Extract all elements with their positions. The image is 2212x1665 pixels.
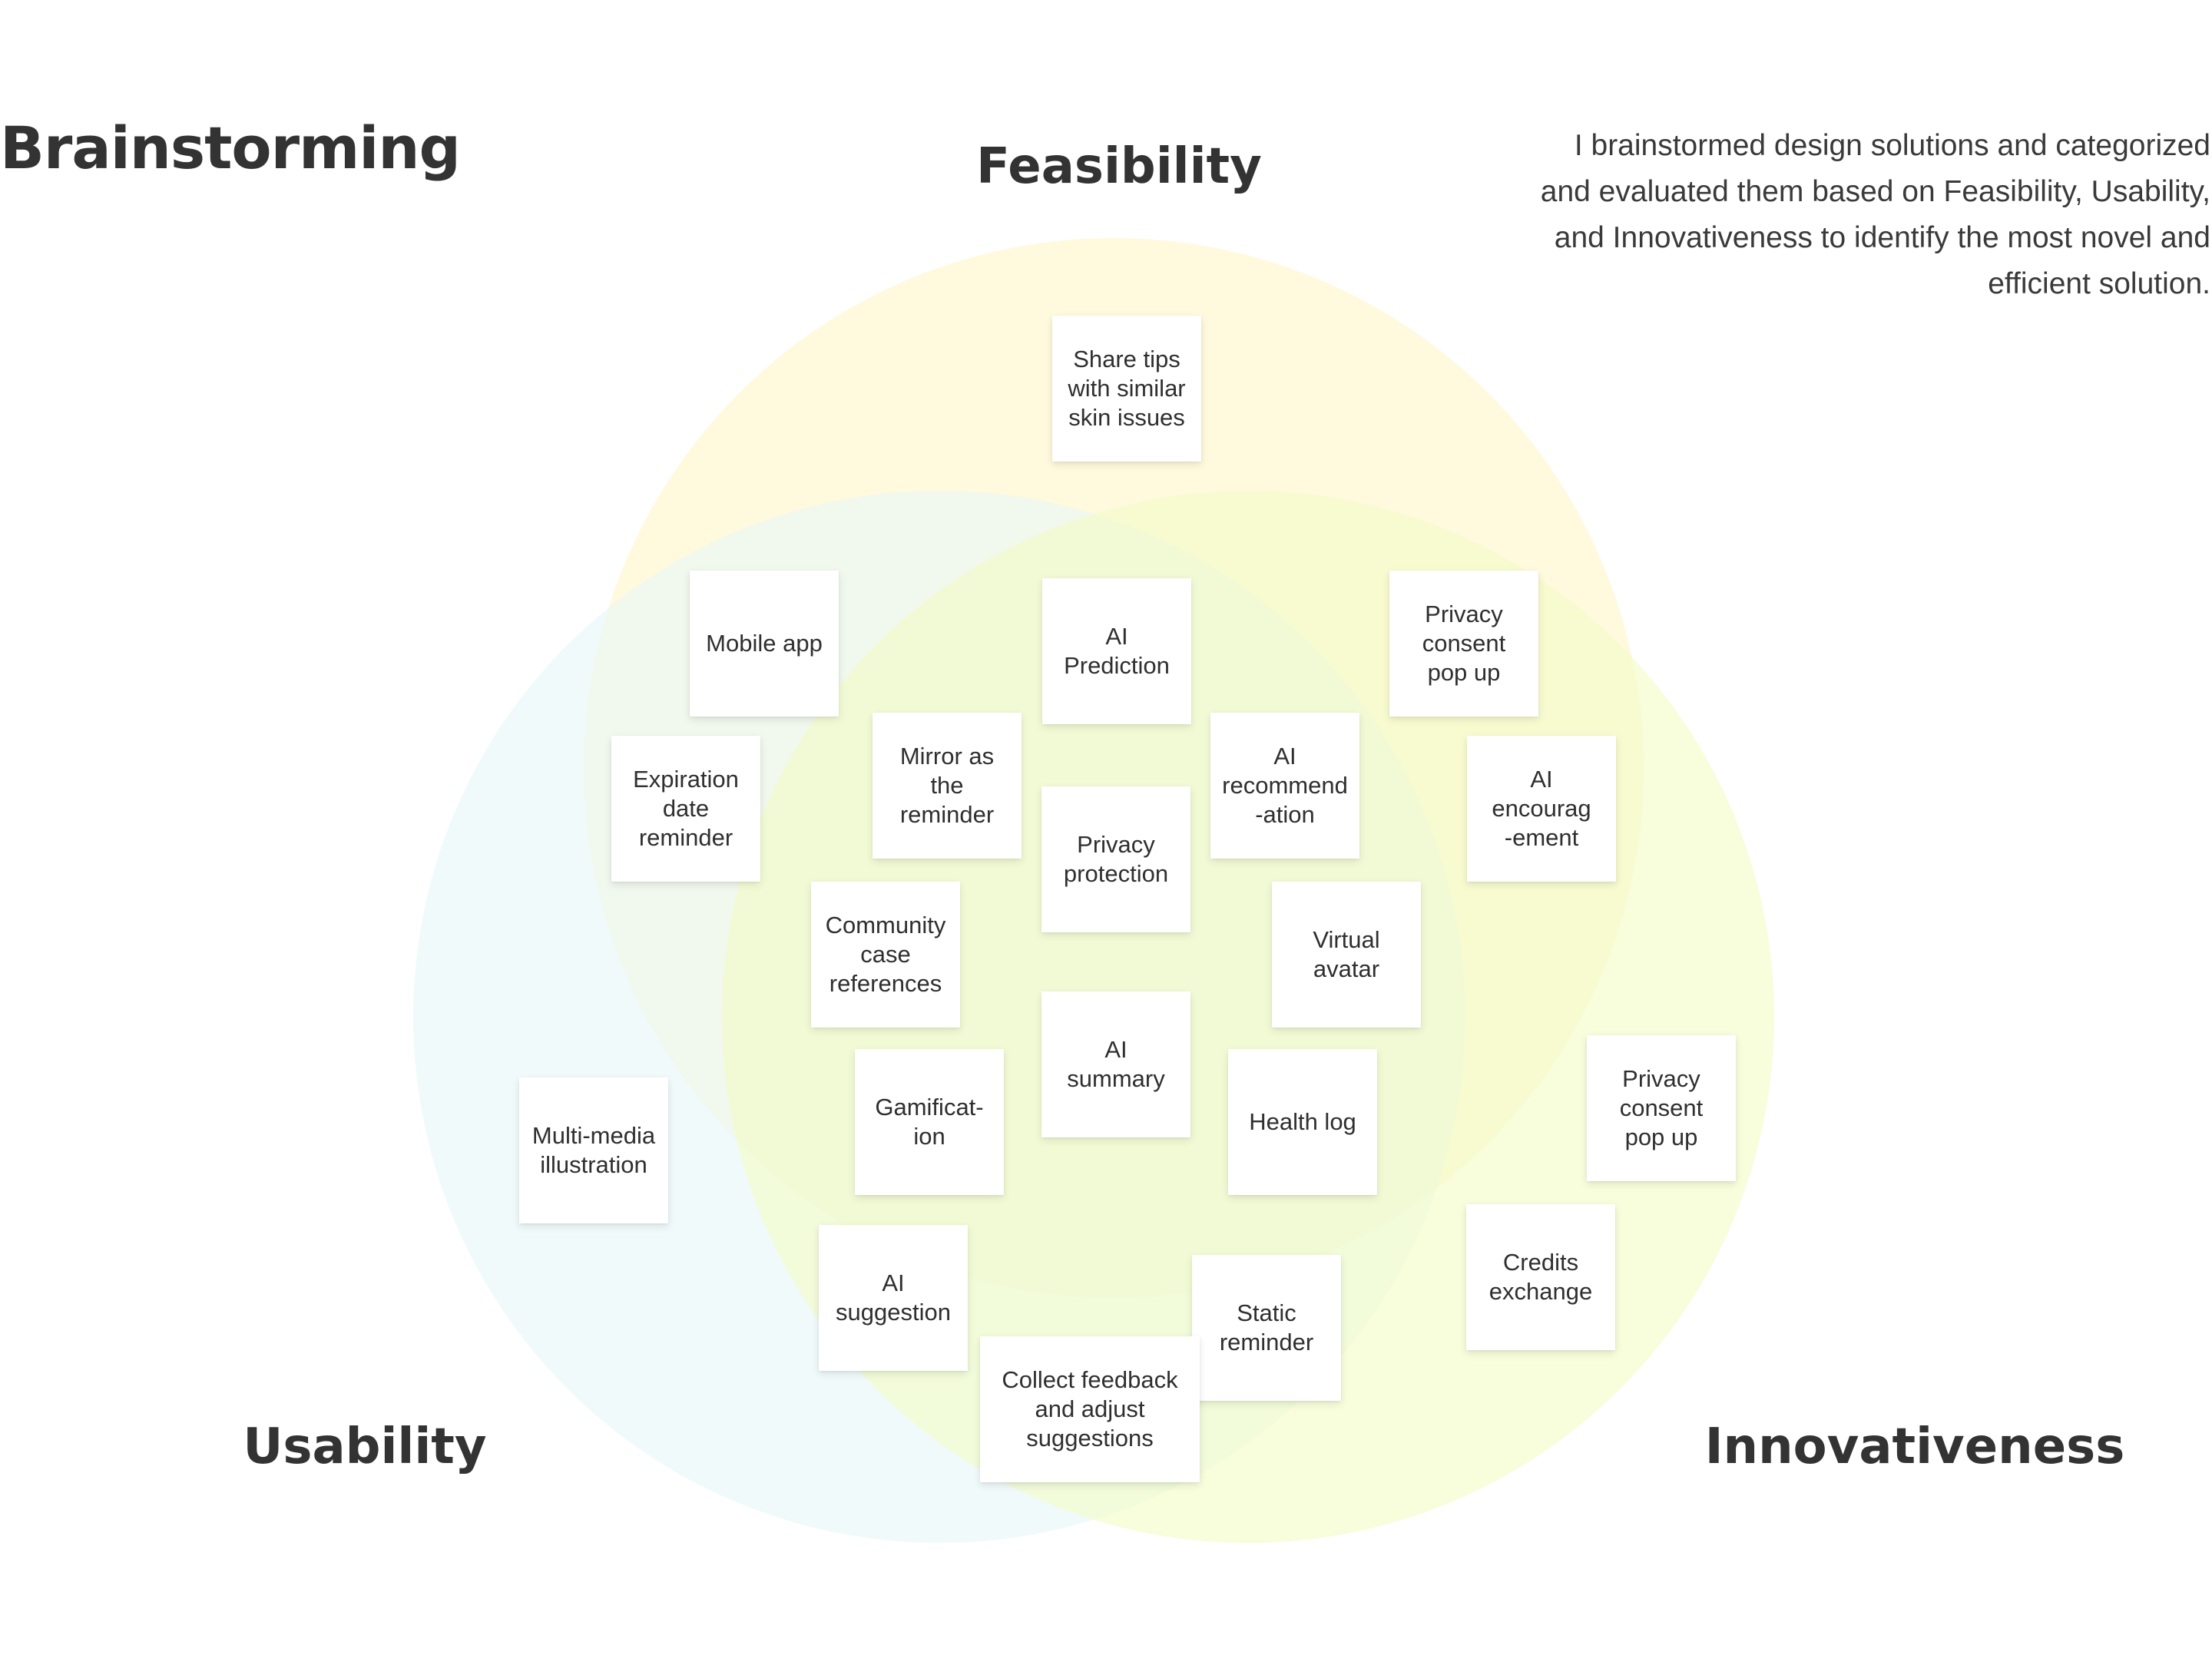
innovativeness-label: Innovativeness bbox=[1704, 1418, 2125, 1475]
page-title: Brainstorming bbox=[0, 114, 461, 182]
note-gamification[interactable]: Gamificat- ion bbox=[855, 1049, 1004, 1195]
note-expiration-reminder[interactable]: Expiration date reminder bbox=[611, 736, 760, 882]
note-multimedia[interactable]: Multi-media illustration bbox=[519, 1077, 668, 1223]
note-virtual-avatar[interactable]: Virtual avatar bbox=[1272, 882, 1421, 1028]
note-ai-prediction[interactable]: AI Prediction bbox=[1042, 578, 1191, 724]
note-collect-feedback[interactable]: Collect feedback and adjust suggestions bbox=[980, 1336, 1200, 1482]
note-credits-exchange[interactable]: Credits exchange bbox=[1466, 1204, 1615, 1350]
note-ai-encouragement[interactable]: AI encourag -ement bbox=[1467, 736, 1616, 882]
note-privacy-protection[interactable]: Privacy protection bbox=[1041, 786, 1190, 932]
note-static-reminder[interactable]: Static reminder bbox=[1192, 1255, 1341, 1401]
note-ai-recommendation[interactable]: AI recommend -ation bbox=[1210, 713, 1359, 859]
usability-label: Usability bbox=[243, 1418, 487, 1475]
note-privacy-consent-1[interactable]: Privacy consent pop up bbox=[1389, 571, 1538, 717]
note-privacy-consent-2[interactable]: Privacy consent pop up bbox=[1587, 1035, 1736, 1181]
note-share-tips[interactable]: Share tips with similar skin issues bbox=[1052, 316, 1201, 462]
note-mirror-reminder[interactable]: Mirror as the reminder bbox=[873, 713, 1022, 859]
note-community-case[interactable]: Community case references bbox=[811, 882, 960, 1028]
note-ai-summary[interactable]: AI summary bbox=[1041, 991, 1190, 1137]
note-ai-suggestion[interactable]: AI suggestion bbox=[819, 1225, 968, 1371]
feasibility-label: Feasibility bbox=[976, 138, 1262, 195]
note-mobile-app[interactable]: Mobile app bbox=[690, 571, 839, 717]
description-text: I brainstormed design solutions and cate… bbox=[1540, 129, 2210, 300]
note-health-log[interactable]: Health log bbox=[1228, 1049, 1377, 1195]
